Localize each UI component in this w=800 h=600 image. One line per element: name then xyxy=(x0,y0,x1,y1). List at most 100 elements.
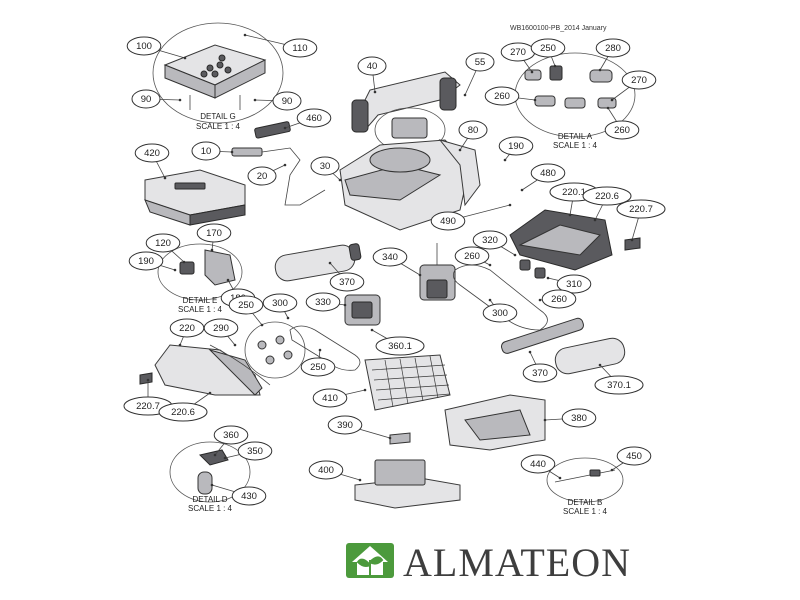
detail-a-group: DETAIL A SCALE 1 : 4 xyxy=(514,52,636,150)
leader-tip xyxy=(458,148,462,152)
callout-number: 420 xyxy=(144,148,160,159)
callout-number: 300 xyxy=(272,298,288,309)
leader-tip xyxy=(513,253,517,257)
leader-tip xyxy=(593,218,597,222)
leader-tip xyxy=(630,238,634,242)
leader-tip xyxy=(553,64,557,68)
leader-tip xyxy=(183,56,187,60)
callout-300: 300 xyxy=(262,293,298,313)
callout-number: 120 xyxy=(155,238,171,249)
leader-tip xyxy=(503,158,507,162)
motor-330-group xyxy=(344,294,381,326)
callout-number: 220.7 xyxy=(136,401,160,412)
leader-tip xyxy=(538,298,542,302)
leader-tip xyxy=(488,298,492,302)
callout-220-6: 220.6 xyxy=(158,402,208,422)
leader-tip xyxy=(233,343,237,347)
leader-tip xyxy=(223,456,227,460)
callout-number: 190 xyxy=(508,141,524,152)
leader-tip xyxy=(463,93,467,97)
callout-number: 360 xyxy=(223,430,239,441)
callout-190: 190 xyxy=(128,251,164,271)
callout-number: 490 xyxy=(440,216,456,227)
leader-tip xyxy=(243,33,247,37)
leader-tip xyxy=(568,213,572,217)
callout-number: 190 xyxy=(138,256,154,267)
callout-300: 300 xyxy=(482,303,518,323)
leader-tip xyxy=(558,476,562,480)
leader-tip xyxy=(210,483,214,487)
callout-number: 270 xyxy=(510,47,526,58)
callout-90: 90 xyxy=(131,89,161,109)
callout-280: 280 xyxy=(595,38,631,58)
callout-90: 90 xyxy=(272,91,302,111)
callout-number: 100 xyxy=(136,41,152,52)
leader-tip xyxy=(388,436,392,440)
leader-tip xyxy=(210,248,214,252)
callout-number: 450 xyxy=(626,451,642,462)
callout-270: 270 xyxy=(500,42,536,62)
callout-number: 370 xyxy=(532,368,548,379)
callout-number: 55 xyxy=(475,57,486,68)
callout-370: 370 xyxy=(329,272,365,292)
leader-tip xyxy=(598,363,602,367)
detail-d-scale: SCALE 1 : 4 xyxy=(188,504,233,513)
callout-number: 390 xyxy=(337,420,353,431)
leader-tip xyxy=(418,273,422,277)
leader-tip xyxy=(283,126,287,130)
callout-320: 320 xyxy=(472,230,508,250)
tray-400-group xyxy=(354,432,461,509)
part-420-group xyxy=(144,169,246,226)
callout-number: 340 xyxy=(382,252,398,263)
callout-number: 370 xyxy=(339,277,355,288)
detail-e-title: DETAIL E xyxy=(183,296,218,305)
detail-g-group: DETAIL G SCALE 1 : 4 xyxy=(152,22,284,131)
leader-tip xyxy=(318,348,322,352)
callout-number: 400 xyxy=(318,465,334,476)
side-panel-220-group xyxy=(139,344,271,396)
leader-tip xyxy=(213,453,217,457)
cover-380-group xyxy=(444,394,546,451)
callout-number: 320 xyxy=(482,235,498,246)
leader-tip xyxy=(530,70,534,74)
callout-number: 460 xyxy=(306,113,322,124)
detail-a-scale: SCALE 1 : 4 xyxy=(553,141,598,150)
leader-tip xyxy=(178,98,182,102)
callout-number: 250 xyxy=(540,43,556,54)
callout-220-6: 220.6 xyxy=(582,186,632,206)
callout-number: 30 xyxy=(320,161,331,172)
leader-tip xyxy=(260,323,264,327)
callout-number: 90 xyxy=(282,96,293,107)
callout-number: 370.1 xyxy=(607,380,631,391)
callout-410: 410 xyxy=(312,388,348,408)
callout-number: 260 xyxy=(614,125,630,136)
detail-b-title: DETAIL B xyxy=(568,498,603,507)
callout-440: 440 xyxy=(520,454,556,474)
leader-tip xyxy=(610,98,614,102)
leader-tip xyxy=(543,418,547,422)
callout-270: 270 xyxy=(621,70,657,90)
callout-170: 170 xyxy=(196,223,232,243)
callout-number: 110 xyxy=(292,43,307,54)
leader-tip xyxy=(343,303,347,307)
callout-number: 440 xyxy=(530,459,546,470)
callout-360-1: 360.1 xyxy=(375,336,425,356)
leader-tip xyxy=(363,388,367,392)
leader-tip xyxy=(528,350,532,354)
callout-250: 250 xyxy=(300,357,336,377)
callout-number: 260 xyxy=(551,294,567,305)
callout-310: 310 xyxy=(556,274,592,294)
callout-number: 250 xyxy=(310,362,326,373)
leader-tip xyxy=(520,188,524,192)
leader-tip xyxy=(146,378,150,382)
leader-tip xyxy=(286,316,290,320)
callout-number: 220.6 xyxy=(171,407,195,418)
leader-tip xyxy=(283,163,287,167)
callout-number: 350 xyxy=(247,446,263,457)
callout-370-1: 370.1 xyxy=(594,375,644,395)
callout-350: 350 xyxy=(237,441,273,461)
callout-number: 430 xyxy=(241,491,257,502)
leader-tip xyxy=(358,478,362,482)
leader-tip xyxy=(230,150,234,154)
robot-body-group xyxy=(339,71,481,231)
